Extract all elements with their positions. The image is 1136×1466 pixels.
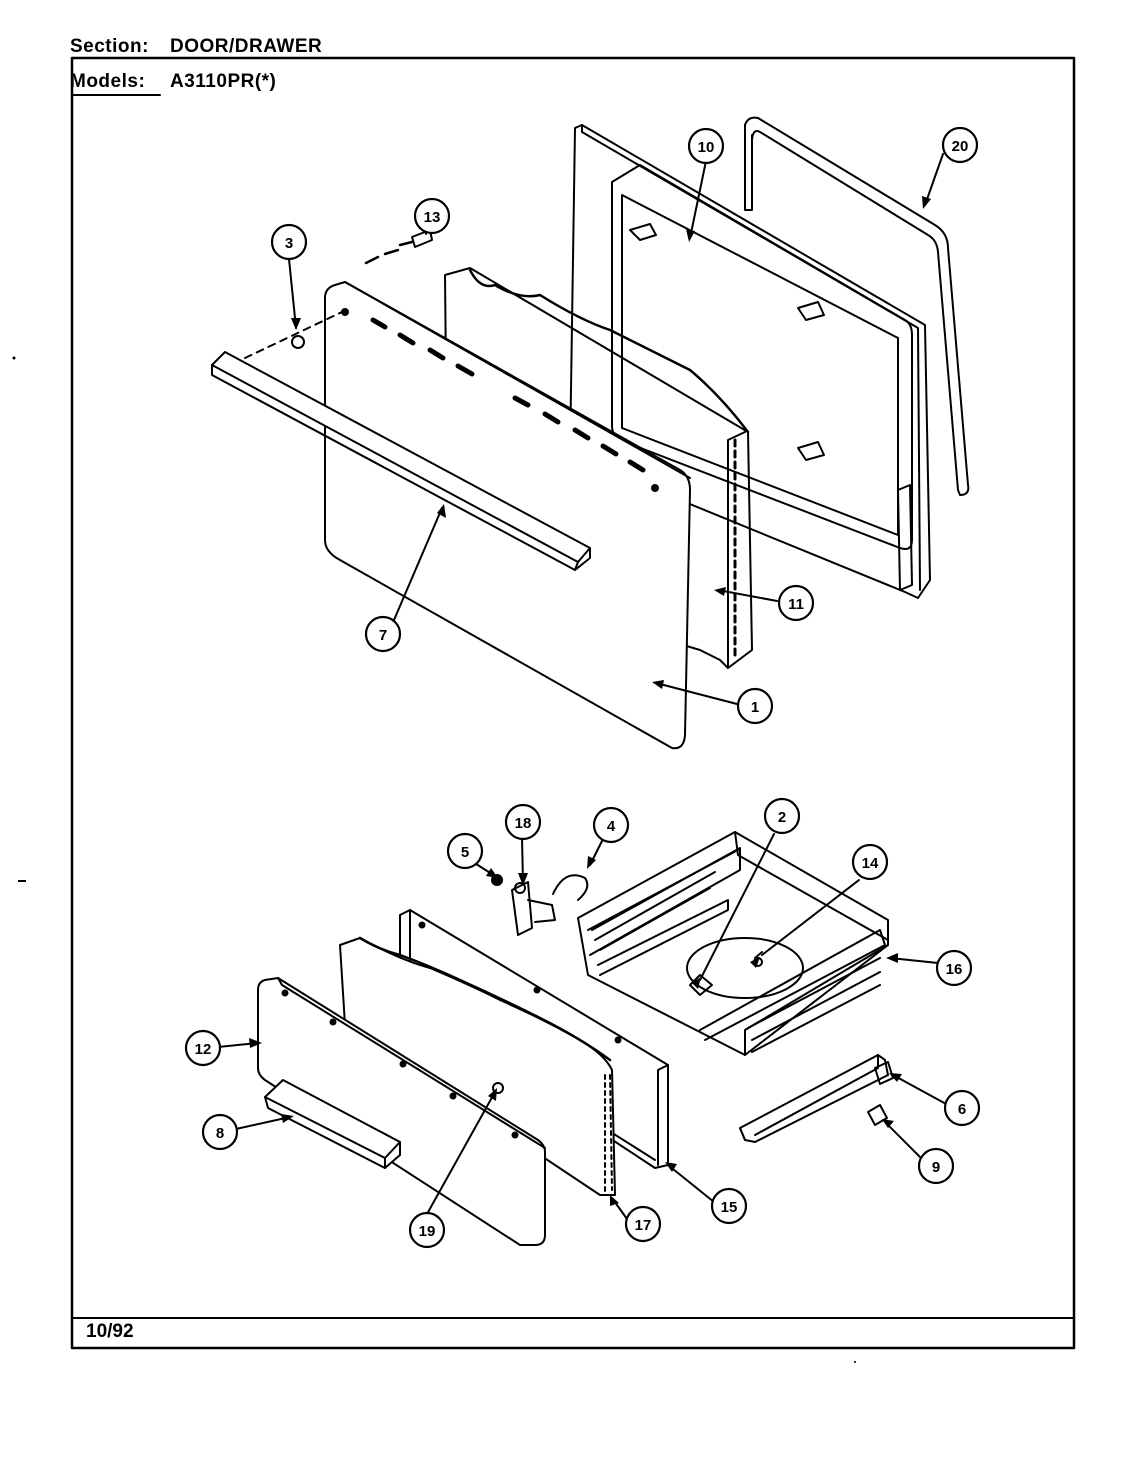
callout-9: 9	[932, 1159, 940, 1176]
callout-20: 20	[952, 138, 969, 155]
part-7-handle	[211, 351, 591, 571]
callout-2: 2	[778, 809, 786, 826]
callout-circles	[184, 126, 981, 1249]
part-12-drawer-front	[257, 977, 546, 1246]
part-17-drawer-insulation	[339, 936, 616, 1196]
callout-14: 14	[862, 855, 879, 872]
callout-6: 6	[958, 1101, 966, 1118]
scan-specks	[12, 356, 856, 1363]
models-value: A3110PR(*)	[170, 71, 277, 92]
revision-date: 10/92	[86, 1321, 134, 1342]
section-value: DOOR/DRAWER	[170, 36, 323, 57]
callout-11: 11	[788, 596, 804, 613]
section-label: Section:	[70, 36, 149, 57]
callout-13: 13	[424, 209, 441, 226]
leader-lines	[217, 153, 949, 1220]
callout-17: 17	[635, 1217, 652, 1234]
callout-19: 19	[419, 1223, 436, 1240]
models-label: Models:	[70, 71, 146, 92]
callout-7: 7	[379, 627, 387, 644]
models-line: Models: A3110PR(*)	[70, 71, 276, 93]
callout-15: 15	[721, 1199, 738, 1216]
callout-18: 18	[515, 815, 532, 832]
leader-arrowheads	[249, 196, 931, 1206]
callout-12: 12	[195, 1041, 212, 1058]
callout-4: 4	[607, 818, 616, 835]
part-8-drawer-handle	[264, 1079, 401, 1169]
part-6-9-rail	[739, 1054, 894, 1143]
callout-10: 10	[698, 139, 715, 156]
callout-3: 3	[285, 235, 293, 252]
callout-numbers: 3 13 7 11 1 10 20 18 4 5 2 14 16 6 9 12 …	[195, 138, 969, 1240]
callout-1: 1	[751, 699, 759, 716]
part-16-drawer-body	[577, 831, 889, 1056]
part-18-4-5-bracket	[491, 874, 589, 936]
callout-16: 16	[946, 961, 963, 978]
section-line: Section: DOOR/DRAWER	[70, 36, 322, 58]
callout-8: 8	[216, 1125, 224, 1142]
part-3-13-fasteners	[244, 229, 433, 359]
callout-5: 5	[461, 844, 469, 861]
part-20-gasket	[744, 116, 970, 496]
